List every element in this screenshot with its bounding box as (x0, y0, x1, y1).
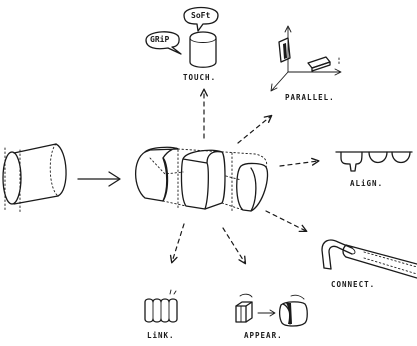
label-align: ALiGN. (350, 179, 383, 188)
align-illustration (335, 151, 413, 172)
bubble-soft-text: SoFt (191, 11, 210, 20)
connect-illustration (321, 239, 417, 279)
source-cylinder (2, 143, 67, 213)
split-cylinder (134, 146, 269, 213)
appear-illustration (235, 293, 308, 327)
grip-bubble (145, 31, 182, 55)
arrow-to-appear (222, 227, 247, 265)
touch-illustration (145, 6, 219, 68)
bubble-grip-text: GRiP (150, 34, 169, 44)
arrow-to-parallel (237, 114, 273, 144)
label-parallel: PARALLEL. (285, 93, 335, 102)
label-appear: APPEAR. (244, 331, 283, 340)
main-arrow (77, 171, 121, 187)
arrow-to-align (279, 157, 320, 167)
label-link: LiNK. (147, 331, 175, 340)
parallel-illustration (270, 25, 342, 92)
arrow-to-connect (265, 210, 308, 233)
label-touch: TOUCH. (183, 73, 216, 82)
soft-bubble (183, 6, 219, 32)
arrow-to-link (169, 223, 185, 264)
label-connect: CONNECT. (331, 280, 375, 289)
link-illustration (144, 289, 178, 323)
